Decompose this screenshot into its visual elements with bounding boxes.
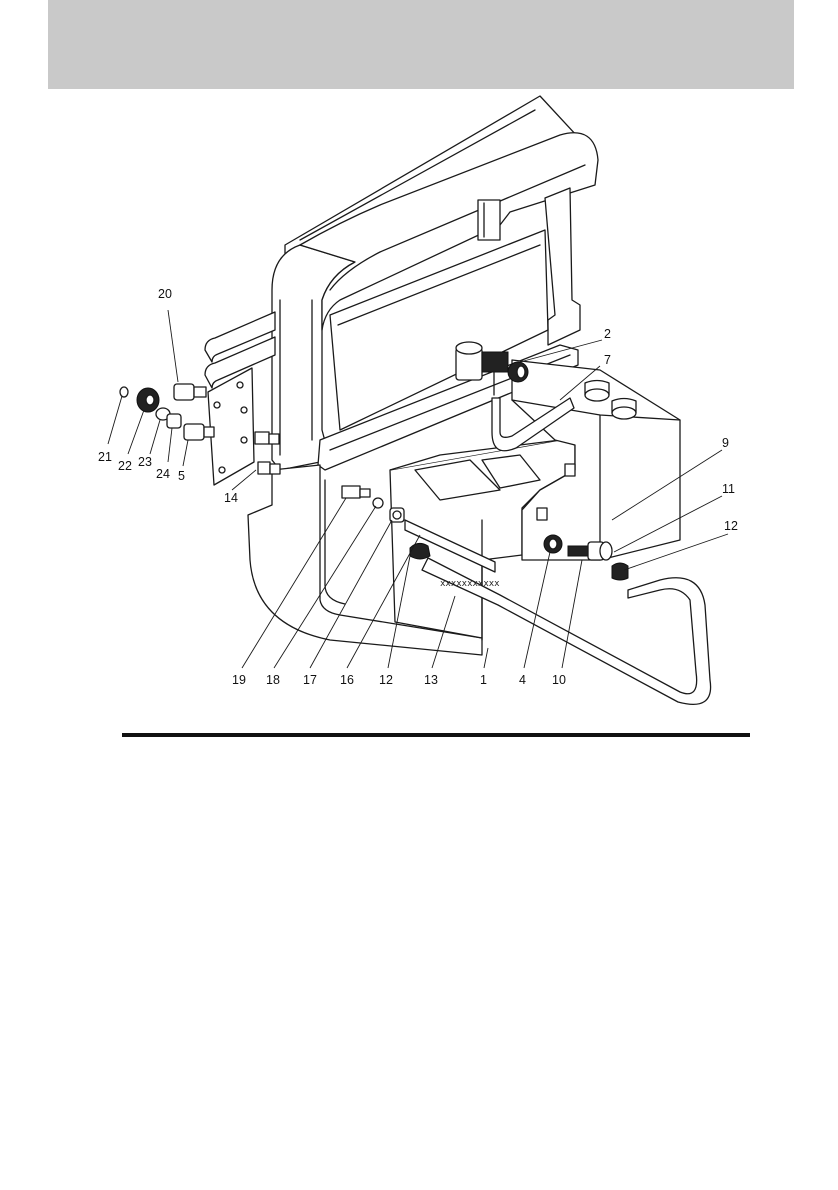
callout-18: 18 [266,673,280,687]
callout-13: 13 [424,673,438,687]
svg-text:xxxxxxxxxxx: xxxxxxxxxxx [440,579,500,589]
callout-14: 14 [224,491,238,505]
callout-23: 23 [138,455,152,469]
callout-19: 19 [232,673,246,687]
callout-7: 7 [604,353,611,367]
section-divider-rule [122,733,750,737]
machine-frame-drawing: xxxxxxxxxxx [120,96,711,704]
callout-9: 9 [722,436,729,450]
callout-22: 22 [118,459,132,473]
callout-11: 11 [722,482,735,496]
callout-5: 5 [178,469,185,483]
exploded-parts-diagram: xxxxxxxxxxx [0,0,838,740]
callout-1: 1 [480,673,487,687]
callout-12-bottom: 12 [379,673,393,687]
callout-24: 24 [156,467,170,481]
callout-2: 2 [604,327,611,341]
callout-4: 4 [519,673,526,687]
callout-16: 16 [340,673,354,687]
callout-21: 21 [98,450,112,464]
callout-10: 10 [552,673,566,687]
callout-20: 20 [158,287,172,301]
callout-17: 17 [303,673,317,687]
callout-12-right: 12 [724,519,738,533]
